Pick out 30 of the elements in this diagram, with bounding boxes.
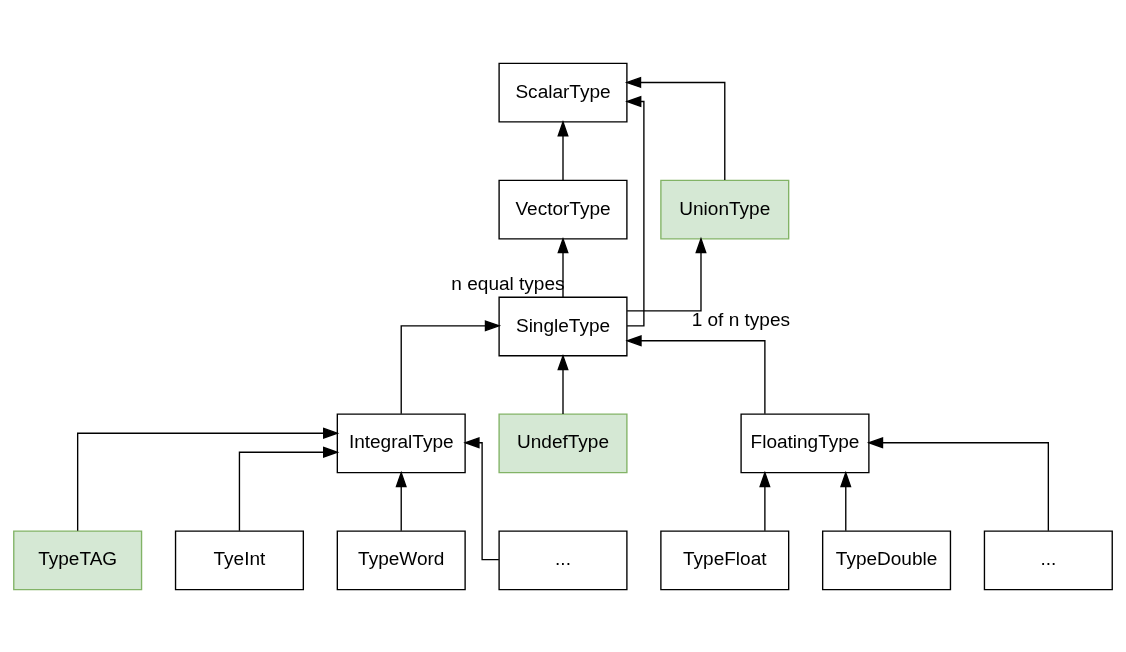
arrow xyxy=(76,427,340,532)
node-box: ScalarType xyxy=(498,62,628,123)
node-box: TypeDouble xyxy=(822,529,952,590)
arrow xyxy=(840,470,852,531)
node-box: TypeFloat xyxy=(660,529,790,590)
arrow xyxy=(624,76,726,181)
arrow xyxy=(557,119,569,181)
node-box: TyeInt xyxy=(174,529,304,590)
edge-label: 1 of n types xyxy=(691,308,791,330)
arrow xyxy=(625,334,766,414)
arrow xyxy=(395,470,407,531)
node-box: TypeTAG xyxy=(13,529,143,590)
arrow xyxy=(463,436,500,560)
arrow xyxy=(759,470,771,531)
arrow xyxy=(557,236,569,298)
node-box: UndefType xyxy=(498,413,628,473)
node-box: TypeWord xyxy=(336,529,466,590)
arrow xyxy=(626,236,707,312)
node-box: ... xyxy=(498,529,628,590)
node-box: VectorType xyxy=(498,179,628,239)
arrow xyxy=(557,353,569,415)
node-box: IntegralType xyxy=(336,413,466,473)
arrow xyxy=(238,446,340,531)
arrow xyxy=(625,95,645,326)
node-box: ... xyxy=(983,529,1113,590)
node-box: FloatingType xyxy=(740,413,870,473)
node-box: UnionType xyxy=(660,179,790,239)
arrow xyxy=(866,436,1049,531)
node-box: SingleType xyxy=(498,296,628,356)
arrow xyxy=(400,319,502,414)
